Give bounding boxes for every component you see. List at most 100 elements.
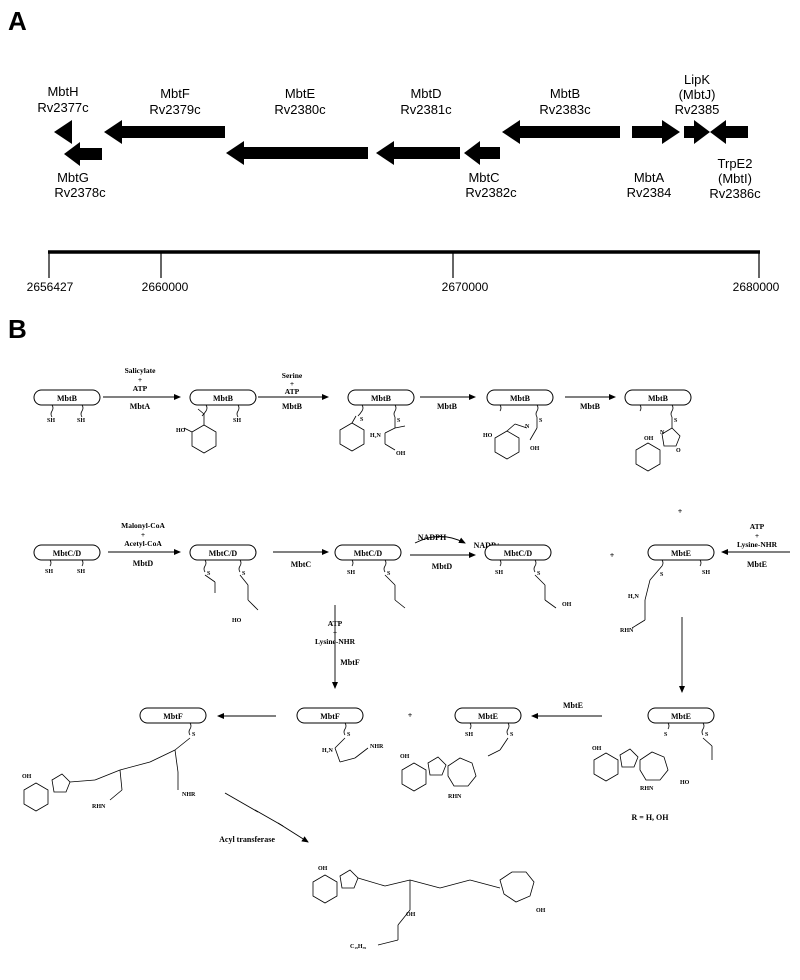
atom-sh-8: SH bbox=[702, 570, 710, 576]
domain-label-mbtcd-3: MbtC/D bbox=[354, 549, 383, 558]
domain-mbtf-1 bbox=[296, 707, 364, 724]
domain-label-mbtcd-2: MbtC/D bbox=[209, 549, 238, 558]
enzyme-mbta: MbtA bbox=[130, 402, 151, 411]
domain-label-mbtb-5: MbtB bbox=[648, 394, 669, 403]
cond-atp-1: ATP bbox=[133, 384, 148, 393]
gene-arrow-mbtd bbox=[376, 141, 460, 165]
ring-salicyl-3 bbox=[494, 430, 520, 460]
bond-lysyl-f-3 bbox=[339, 757, 356, 763]
gene-id-rv2382c: Rv2382c bbox=[465, 185, 517, 200]
step-conditions: Salicylate + ATP MbtA Serine + ATP MbtB … bbox=[121, 366, 777, 844]
atom-oh-5: OH bbox=[592, 746, 602, 752]
structure-bonds bbox=[23, 404, 713, 946]
atom-oh-7: OH bbox=[22, 774, 32, 780]
gene-arrow-mbta bbox=[632, 120, 680, 144]
atom-oh-8: OH bbox=[318, 866, 328, 872]
domain-mbtb-2 bbox=[189, 389, 257, 406]
sh-stub-15 bbox=[351, 559, 354, 567]
enzyme-mbte-1: MbtE bbox=[747, 560, 767, 569]
atom-oh-6: OH bbox=[400, 754, 410, 760]
enzyme-mbtd-2: MbtD bbox=[432, 562, 453, 571]
atom-ho-1: HO bbox=[176, 428, 186, 434]
gene-arrow-mbte bbox=[226, 141, 368, 165]
sh-stub-5 bbox=[357, 404, 364, 417]
atom-h2n-3: H₂N bbox=[322, 748, 333, 754]
sh-stub-3 bbox=[236, 404, 240, 418]
enzyme-mbte-2: MbtE bbox=[563, 701, 583, 710]
plus-row1: + bbox=[678, 507, 683, 516]
atom-n-2: N bbox=[660, 430, 665, 436]
bond-lysyl-f-1 bbox=[334, 737, 346, 749]
plus-signs: + + + bbox=[408, 507, 683, 720]
cond-plus-2: + bbox=[290, 379, 294, 388]
cond-plus-1: + bbox=[138, 375, 142, 384]
atom-s-7: S bbox=[387, 571, 391, 577]
ring-oxazoline-final bbox=[339, 869, 359, 889]
plus-row2: + bbox=[610, 551, 615, 560]
atom-s-6: S bbox=[242, 571, 246, 577]
domain-mbtb-4 bbox=[486, 389, 554, 406]
cofactor-nadp: NADP+ bbox=[474, 541, 501, 550]
atom-s-1: S bbox=[360, 417, 364, 423]
ring-phenol-1 bbox=[635, 442, 661, 472]
sh-stub-11 bbox=[49, 559, 52, 567]
cond-lysine-e: Lysine-NHR bbox=[737, 540, 778, 549]
atom-s-9: S bbox=[660, 572, 664, 578]
scale-label-start: 2656427 bbox=[27, 280, 74, 294]
domain-label-mbte-3: MbtE bbox=[478, 712, 498, 721]
atom-o-1: O bbox=[676, 448, 681, 454]
bond-final-9 bbox=[377, 939, 399, 946]
atom-oh-10: OH bbox=[536, 908, 546, 914]
gene-label-mbtb: MbtB bbox=[550, 86, 580, 101]
atom-s-8: S bbox=[537, 571, 541, 577]
atom-oh-2: OH bbox=[530, 446, 540, 452]
ring-oxazoline-2 bbox=[619, 748, 639, 768]
arrow-acyl-1 bbox=[224, 792, 259, 813]
domain-mbte-2 bbox=[647, 707, 715, 724]
cond-plus-f: + bbox=[333, 628, 337, 637]
atom-oh-4: OH bbox=[562, 602, 572, 608]
gene-id-rv2381c: Rv2381c bbox=[400, 102, 452, 117]
sh-stub-16 bbox=[383, 559, 387, 573]
ring-lactam-2 bbox=[447, 757, 477, 787]
enzyme-mbtf: MbtF bbox=[340, 658, 360, 667]
gene-id-rv2377c: Rv2377c bbox=[37, 100, 89, 115]
domain-mbte-3 bbox=[454, 707, 522, 724]
cond-malonyl-coa: Malonyl-CoA bbox=[121, 521, 165, 530]
domain-label-mbtf-1: MbtF bbox=[320, 712, 340, 721]
atom-s-10: S bbox=[664, 732, 668, 738]
bond-malonyl-3 bbox=[247, 599, 259, 611]
domain-mbtb-1 bbox=[33, 389, 101, 406]
gene-id-rv2378c: Rv2378c bbox=[54, 185, 106, 200]
atom-nhr-2: NHR bbox=[182, 792, 196, 798]
scale-label-2660000: 2660000 bbox=[142, 280, 189, 294]
sh-stub-1 bbox=[50, 404, 54, 418]
gene-id-rv2383c: Rv2383c bbox=[539, 102, 591, 117]
domain-mbtb-5 bbox=[624, 389, 692, 406]
bond-salicyl-2a bbox=[351, 415, 357, 424]
gene-label-mbtd: MbtD bbox=[410, 86, 441, 101]
gene-labels: MbtH Rv2377c MbtG Rv2378c MbtF Rv2379c M… bbox=[37, 72, 761, 201]
cond-salicylate: Salicylate bbox=[125, 366, 156, 375]
arrow-nadph-curve bbox=[414, 536, 466, 544]
gene-id-rv2380c: Rv2380c bbox=[274, 102, 326, 117]
domain-label-mbtb-4: MbtB bbox=[510, 394, 531, 403]
domain-label-mbtb-3: MbtB bbox=[371, 394, 392, 403]
gene-arrow-mbtg bbox=[64, 142, 102, 166]
bond-final-2 bbox=[384, 879, 411, 887]
sh-stub-23 bbox=[469, 722, 472, 730]
atom-s-12: S bbox=[510, 732, 514, 738]
ring-oxazoline-4 bbox=[51, 773, 71, 793]
bond-amide-1b bbox=[514, 423, 528, 429]
gene-arrow-mbtc bbox=[464, 141, 500, 165]
bond-final-1 bbox=[357, 877, 386, 887]
atom-chain: C₁₉H₃₉ bbox=[350, 944, 366, 950]
cond-lysine-f: Lysine-NHR bbox=[315, 637, 356, 646]
atom-s-3: S bbox=[539, 418, 543, 424]
reaction-arrows bbox=[103, 394, 790, 843]
ring-phenol-final bbox=[312, 874, 338, 904]
sh-stub-21 bbox=[667, 722, 670, 730]
gene-arrows bbox=[54, 120, 748, 166]
gene-id-rv2386c: Rv2386c bbox=[709, 186, 761, 201]
